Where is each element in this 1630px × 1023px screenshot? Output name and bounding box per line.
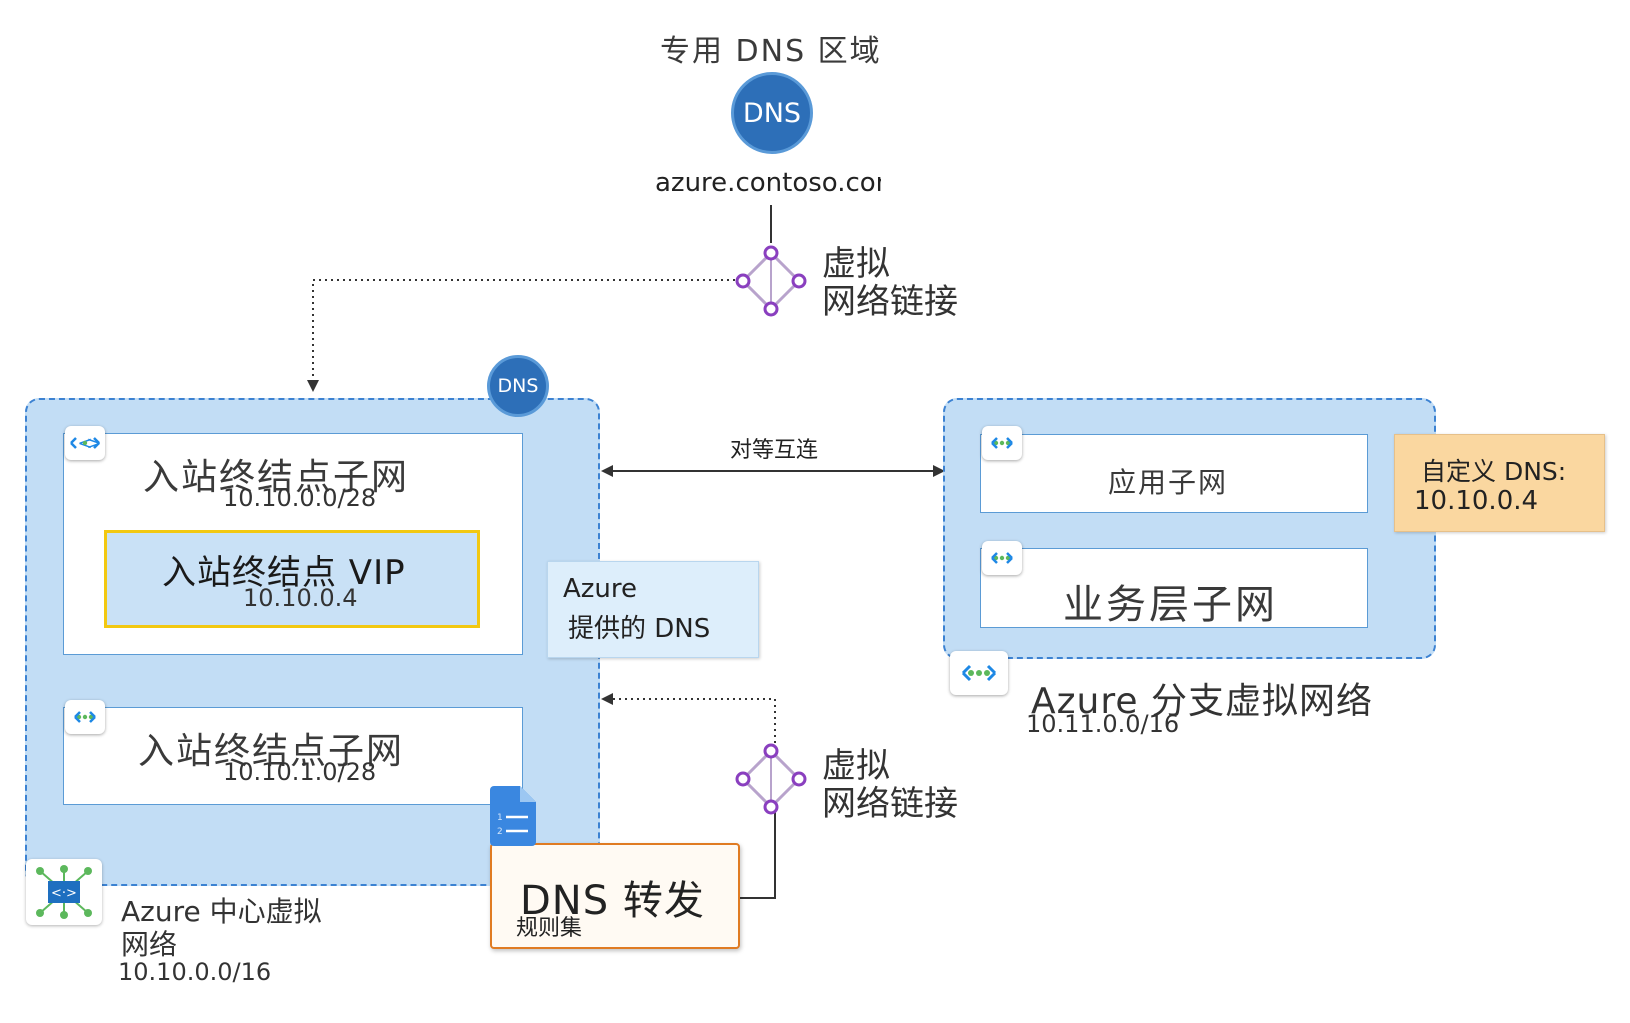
svg-text:1: 1 xyxy=(497,813,503,823)
custom-dns-box: 自定义 DNS: 10.10.0.4 xyxy=(1394,434,1605,532)
svg-text:<·>: <·> xyxy=(51,886,77,901)
azure-dns-line1: Azure xyxy=(563,574,638,604)
inbound-subnet-address: 10.10.0.0/28 xyxy=(223,484,377,512)
svg-text:2: 2 xyxy=(497,827,503,837)
inbound-vip-box xyxy=(104,530,480,628)
subnet-icon xyxy=(982,541,1022,575)
custom-dns-line2: 10.10.0.4 xyxy=(1414,486,1539,516)
ruleset-file-icon: 1 2 xyxy=(490,786,536,846)
outbound-subnet-title: 入站终结点子网 xyxy=(138,731,405,772)
top-link-dotted-arrow xyxy=(307,279,735,392)
vnet-link-bottom-label: 虚拟 网络链接 xyxy=(822,747,958,823)
app-subnet-title: 应用子网 xyxy=(1108,466,1229,499)
vnet-link-top-line1: 虚拟 xyxy=(822,244,890,284)
dns-ruleset-title: DNS 转发 xyxy=(520,878,705,924)
spoke-vnet-label: Azure 分支虚拟网络 xyxy=(1031,681,1373,722)
azure-dns-box: Azure 提供的 DNS xyxy=(547,561,759,658)
dns-ruleset-box: DNS 转发 规则集 xyxy=(490,843,740,949)
azure-dns-line2: 提供的 DNS xyxy=(568,614,711,644)
inbound-vip-title: 入站终结点 VIP xyxy=(162,553,406,593)
private-zone-title: 专用 DNS 区域 xyxy=(660,34,882,69)
hub-vnet-label-line1: Azure 中心虚拟 xyxy=(121,895,322,928)
biz-subnet xyxy=(980,548,1368,628)
private-zone-dns-icon: DNS xyxy=(731,72,813,154)
app-subnet xyxy=(980,434,1368,513)
custom-dns-line1: 自定义 DNS: xyxy=(1421,457,1567,486)
hub-vnet-label-line2: 网络 xyxy=(121,928,178,961)
spoke-vnet-address: 10.11.0.0/16 xyxy=(1026,710,1180,738)
outbound-subnet-address: 10.10.1.0/28 xyxy=(223,758,377,786)
svg-text:>: > xyxy=(86,433,101,454)
outbound-subnet xyxy=(63,707,523,805)
subnet-icon: <> xyxy=(65,426,105,460)
vnet-link-top-label: 虚拟 网络链接 xyxy=(822,245,958,321)
hub-dns-icon: DNS xyxy=(487,355,549,417)
vnet-link-bottom-icon xyxy=(735,743,807,815)
private-zone-dns-icon-label: DNS xyxy=(742,97,802,129)
peering-label: 对等互连 xyxy=(730,438,819,463)
inbound-vip-address: 10.10.0.4 xyxy=(243,584,358,612)
spoke-vnet-icon xyxy=(950,651,1008,695)
dns-ruleset-subtitle: 规则集 xyxy=(516,916,583,941)
vnet-link-top-line2: 网络链接 xyxy=(822,282,958,322)
subnet-icon xyxy=(65,700,105,734)
hub-dns-icon-label: DNS xyxy=(497,375,539,397)
vnet-link-bottom-line1: 虚拟 xyxy=(822,746,890,786)
ruleset-link-line xyxy=(740,812,776,899)
bottom-link-dotted-arrow xyxy=(601,693,776,743)
private-zone-domain: azure.contoso.com xyxy=(655,168,881,198)
hub-vnet-icon: <·> xyxy=(26,859,102,925)
subnet-icon xyxy=(982,426,1022,460)
hub-vnet-address: 10.10.0.0/16 xyxy=(118,958,272,986)
vnet-link-bottom-line2: 网络链接 xyxy=(822,784,958,824)
vnet-link-top-icon xyxy=(735,245,807,317)
biz-subnet-title: 业务层子网 xyxy=(1063,582,1278,628)
hub-vnet-label: Azure 中心虚拟 网络 xyxy=(121,895,322,961)
inbound-subnet-title: 入站终结点子网 xyxy=(143,457,410,498)
